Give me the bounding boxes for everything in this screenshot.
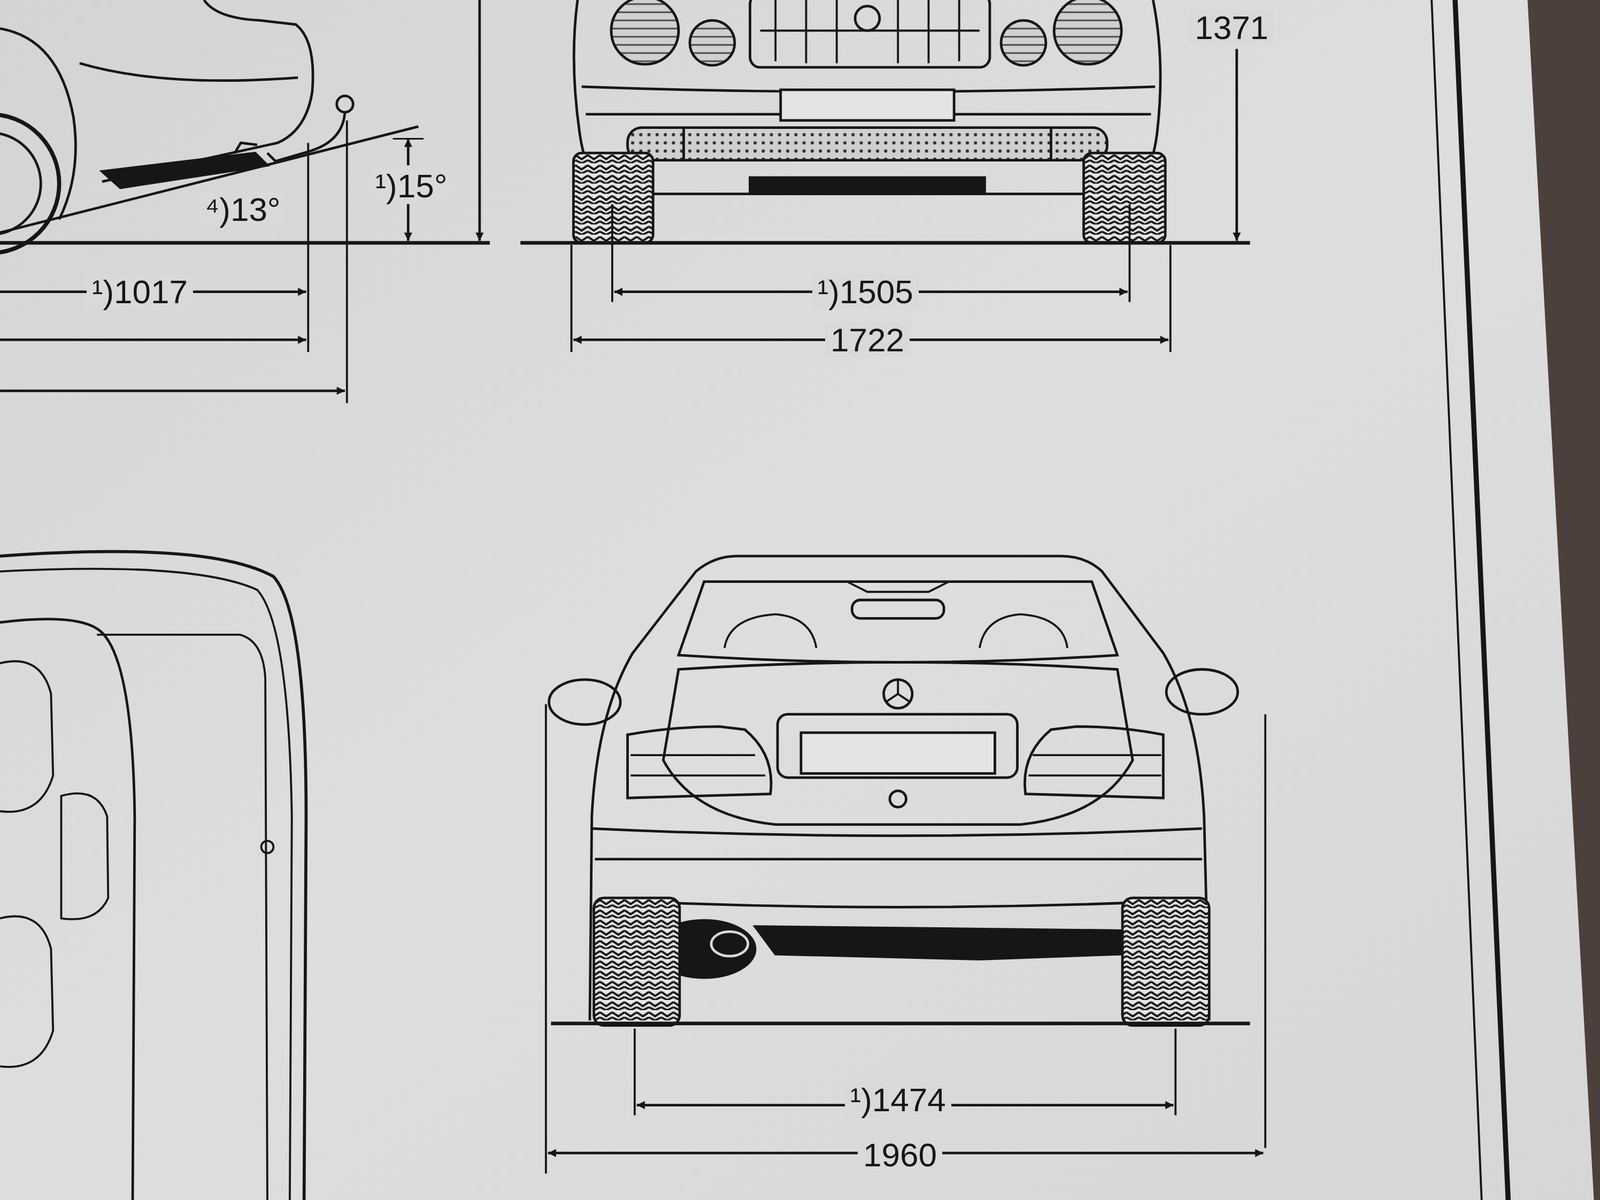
dimension-label: ¹)1474 xyxy=(844,1082,952,1118)
side-view xyxy=(0,0,490,404)
frame-lines xyxy=(1431,0,1509,1200)
top-view xyxy=(0,551,306,1200)
dimension-label: ⁴)13° xyxy=(200,191,287,227)
dimension-label: ¹)1505 xyxy=(812,274,919,310)
front-view xyxy=(520,0,1250,352)
dimension-label: 1960 xyxy=(857,1137,943,1173)
dimension-label: ¹)15° xyxy=(369,168,453,204)
rear-view xyxy=(545,556,1266,1174)
table-edge xyxy=(1527,0,1600,1200)
dimension-label: ¹)1017 xyxy=(86,274,194,310)
dimension-label: 1722 xyxy=(825,322,910,358)
dimension-label: 1371 xyxy=(1189,10,1274,45)
